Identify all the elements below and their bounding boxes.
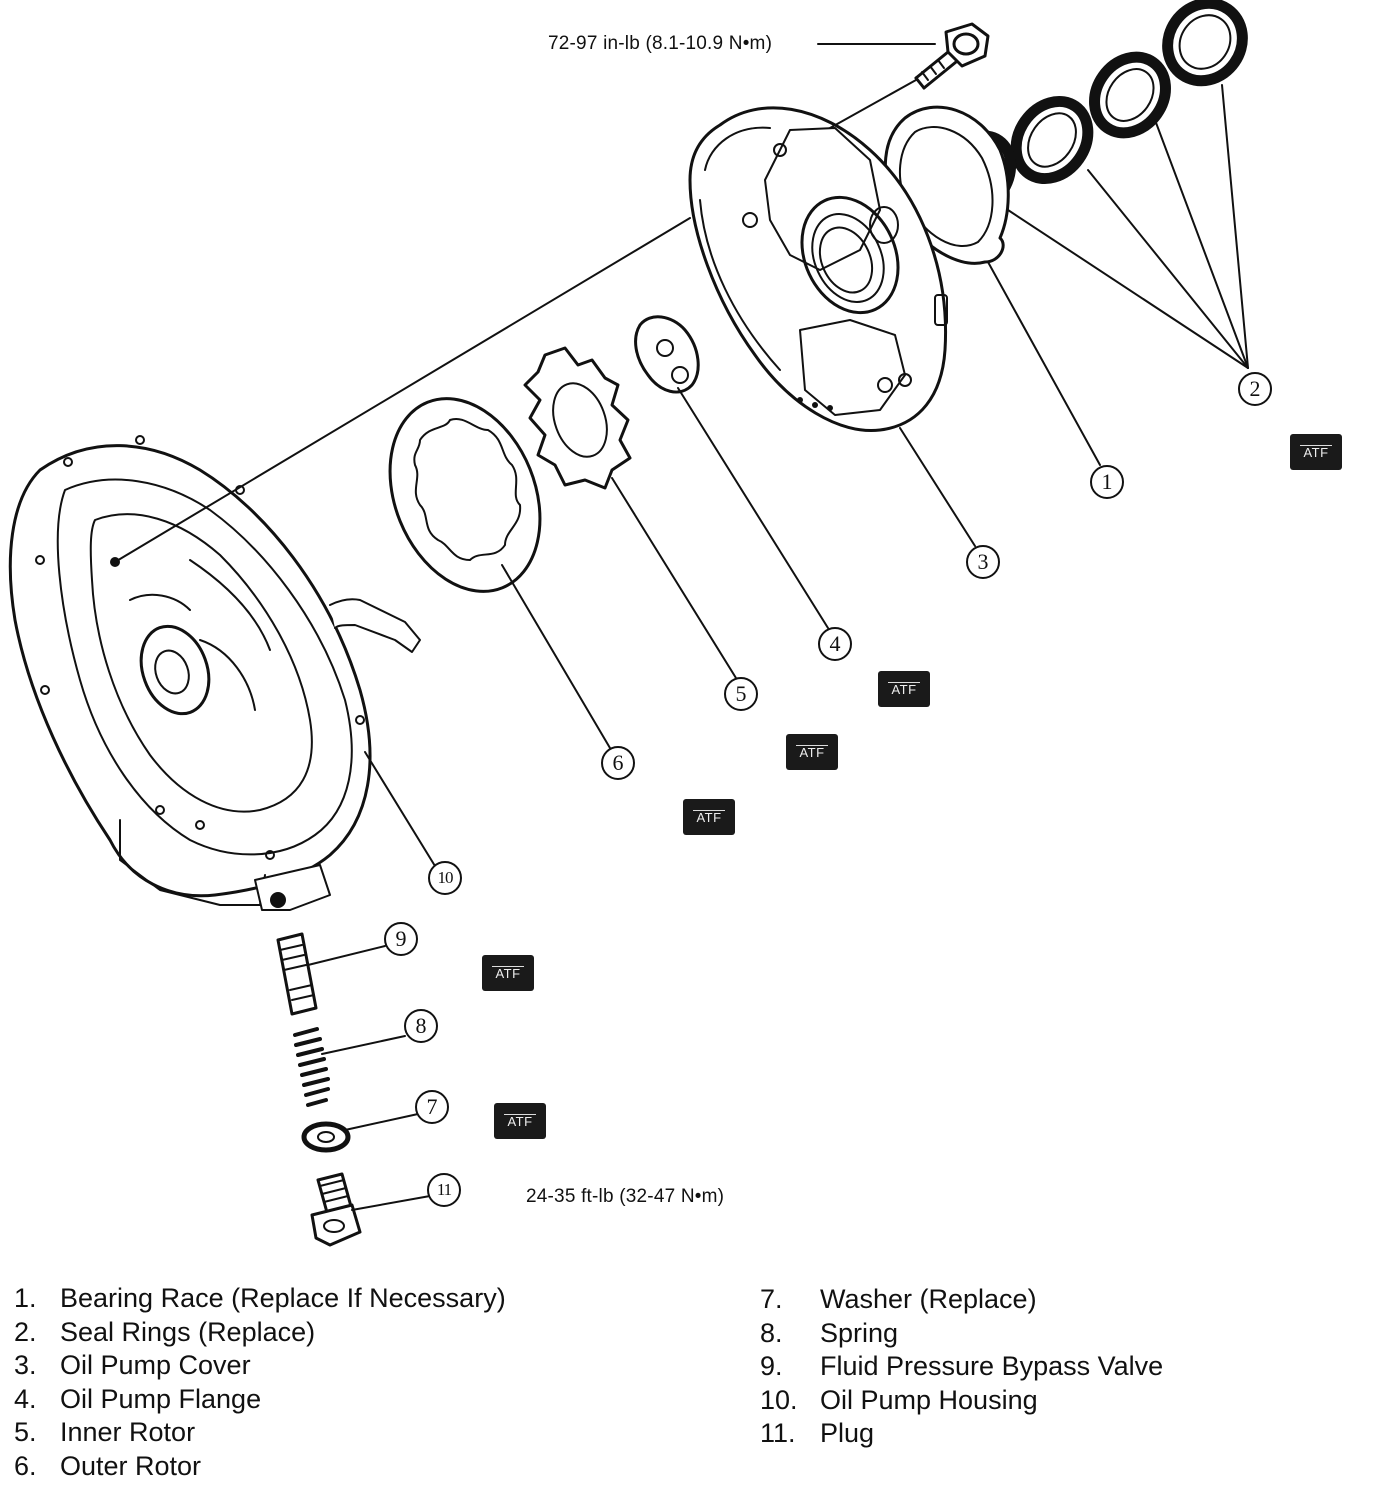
legend-number: 8.: [760, 1317, 783, 1348]
legend-number: 1.: [14, 1283, 37, 1313]
legend-number: 10.: [760, 1384, 798, 1415]
atf-badge: ATF: [494, 1103, 546, 1139]
inner-rotor: [523, 346, 632, 490]
legend-text: Bearing Race (Replace If Necessary): [60, 1283, 506, 1313]
legend-text: Fluid Pressure Bypass Valve: [820, 1351, 1164, 1381]
atf-badge: ATF: [878, 671, 930, 707]
plug-torque-spec: 24-35 ft-lb (32-47 N•m): [526, 1186, 725, 1207]
atf-badge-label: ATF: [504, 1113, 536, 1129]
legend-text: Spring: [820, 1317, 899, 1348]
legend-number: 2.: [14, 1316, 37, 1347]
exploded-oil-pump-diagram: [8, 0, 1249, 1247]
alignment-line: [114, 217, 691, 563]
legend-item: 6. Outer Rotor: [14, 1450, 506, 1484]
legend-number: 6.: [14, 1450, 37, 1481]
oil-pump-housing: [8, 435, 421, 911]
oil-pump-cover: [688, 106, 948, 433]
legend-text: Oil Pump Flange: [60, 1383, 262, 1414]
fluid-pressure-bypass-valve: [276, 932, 318, 1016]
legend-number: 3.: [14, 1350, 37, 1380]
legend-item: 8. Spring: [760, 1317, 1163, 1351]
legend-item: 7. Washer (Replace): [760, 1283, 1163, 1317]
atf-badge-label: ATF: [492, 965, 524, 981]
legend-number: 11.: [760, 1418, 796, 1448]
outer-rotor: [388, 397, 542, 593]
callout-1: 1: [1090, 465, 1124, 499]
callout-2: 2: [1238, 372, 1272, 406]
atf-badge: ATF: [683, 799, 735, 835]
parts-legend-right: 7. Washer (Replace) 8. Spring 9. Fluid Pres…: [760, 1283, 1163, 1451]
atf-badge-label: ATF: [693, 809, 725, 825]
callout-9: 9: [384, 922, 418, 956]
legend-item: 4. Oil Pump Flange: [14, 1383, 506, 1417]
atf-badge-label: ATF: [1300, 444, 1332, 460]
legend-number: 9.: [760, 1351, 783, 1381]
pump-cover-bolt: [914, 22, 990, 90]
oil-pump-flange: [634, 315, 700, 394]
callout-3: 3: [966, 545, 1000, 579]
bolt-torque-spec: 72-97 in-lb (8.1-10.9 N•m): [548, 33, 773, 54]
legend-text: Plug: [820, 1418, 875, 1448]
legend-item: 1. Bearing Race (Replace If Necessary): [14, 1282, 506, 1316]
callout-8: 8: [404, 1009, 438, 1043]
atf-badge: ATF: [482, 955, 534, 991]
parts-legend-left: 1. Bearing Race (Replace If Necessary) 2.…: [14, 1282, 506, 1483]
atf-badge-label: ATF: [888, 681, 920, 697]
callout-11: 11: [427, 1173, 461, 1207]
legend-text: Washer (Replace): [820, 1284, 1037, 1314]
legend-item: 2. Seal Rings (Replace): [14, 1316, 506, 1350]
legend-number: 7.: [760, 1284, 783, 1314]
legend-item: 3. Oil Pump Cover: [14, 1349, 506, 1383]
legend-text: Inner Rotor: [60, 1417, 196, 1447]
legend-item: 5. Inner Rotor: [14, 1416, 506, 1450]
callout-4: 4: [818, 627, 852, 661]
callout-6: 6: [601, 746, 635, 780]
plug: [310, 1172, 362, 1247]
legend-text: Seal Rings (Replace): [60, 1316, 316, 1347]
spring: [293, 1027, 330, 1107]
callout-7: 7: [415, 1090, 449, 1124]
callout-leaders: [307, 84, 1249, 1211]
legend-number: 5.: [14, 1417, 37, 1447]
legend-item: 9. Fluid Pressure Bypass Valve: [760, 1350, 1163, 1384]
legend-text: Oil Pump Cover: [60, 1350, 251, 1380]
legend-text: Oil Pump Housing: [820, 1384, 1038, 1415]
bolt-axis-line: [829, 79, 917, 129]
atf-badge-label: ATF: [796, 744, 828, 760]
legend-item: 10. Oil Pump Housing: [760, 1384, 1163, 1418]
legend-number: 4.: [14, 1383, 37, 1414]
callout-10: 10: [428, 861, 462, 895]
atf-badge: ATF: [786, 734, 838, 770]
legend-text: Outer Rotor: [60, 1450, 202, 1481]
atf-badge: ATF: [1290, 434, 1342, 470]
washer: [301, 1121, 351, 1153]
legend-item: 11. Plug: [760, 1417, 1163, 1451]
callout-5: 5: [724, 677, 758, 711]
